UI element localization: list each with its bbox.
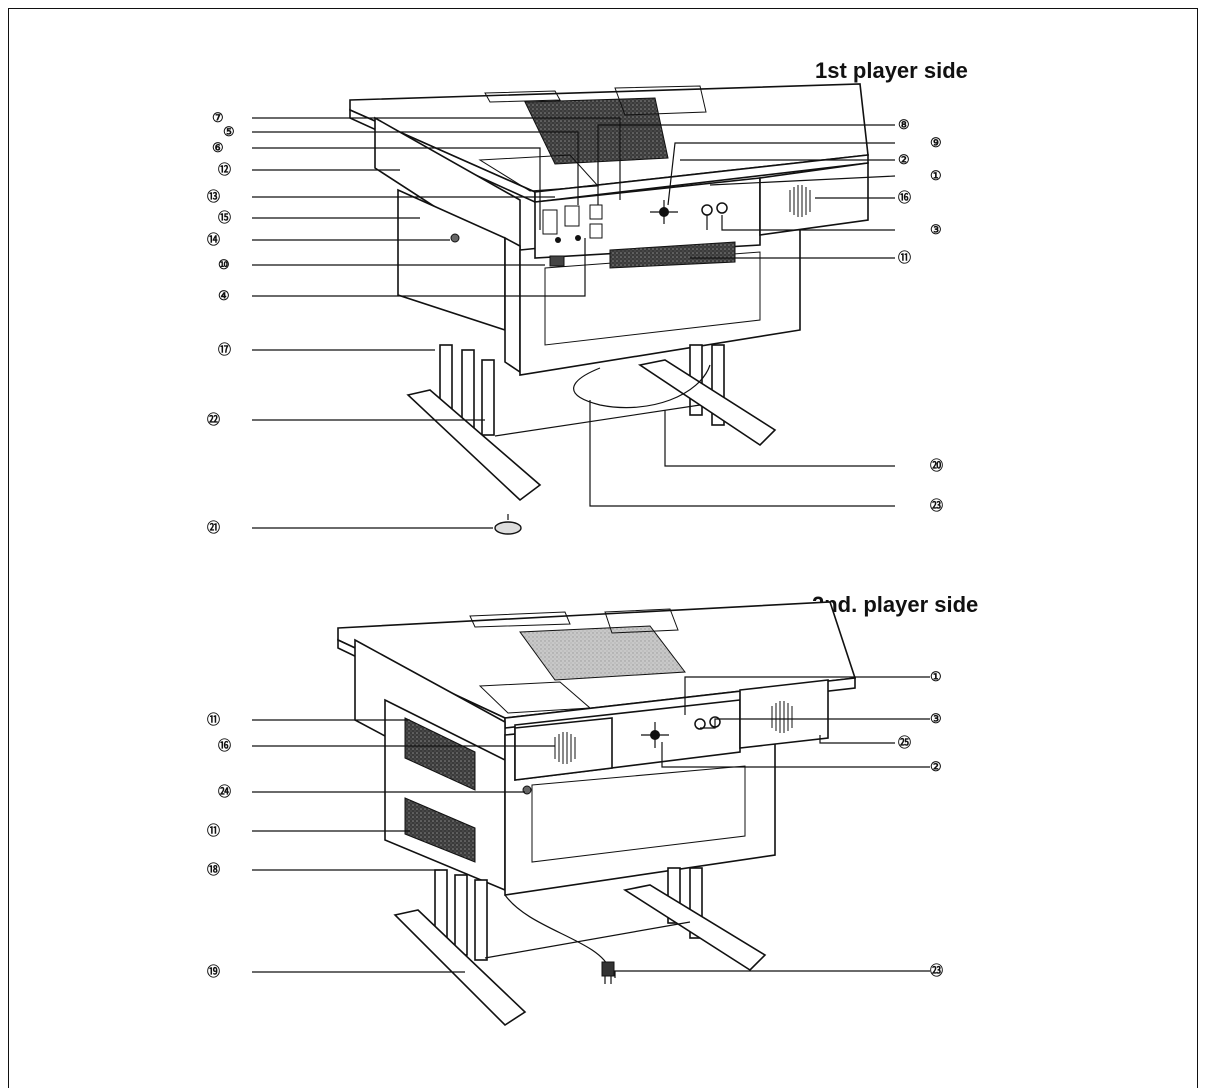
top-plate-2c: [478, 681, 592, 714]
body-window-2: [531, 765, 746, 863]
coin-return-a: [555, 237, 561, 243]
callout-16: ⑯: [218, 738, 231, 753]
leveler-foot: [494, 521, 522, 535]
top-plate-a: [484, 90, 561, 103]
leg-crossbar-2: [484, 921, 691, 959]
top-plate-2b: [604, 608, 679, 634]
cabinet-bottom-view: 2nd. player side: [207, 592, 978, 1027]
callout-2: ②: [930, 759, 942, 774]
coin-door-a: [542, 209, 558, 235]
side-panel-edge: [504, 236, 521, 374]
monitor-glass-2: [519, 625, 686, 681]
callout-16: ⑯: [898, 190, 911, 205]
callout-15: ⑮: [218, 210, 231, 225]
diagram-frame: [8, 8, 1198, 1088]
callout-4: ④: [218, 288, 230, 303]
coin-slot-b: [589, 223, 603, 239]
callout-11-upper: ⑪: [207, 712, 220, 727]
top-right-leaders: [589, 124, 896, 507]
callout-9: ⑨: [930, 135, 942, 150]
side-grille-lower: [404, 797, 476, 863]
side-grille-upper: [404, 717, 476, 791]
leg-crossbar: [494, 404, 701, 437]
fire-button-b: [716, 202, 728, 214]
callout-18: ⑱: [207, 862, 220, 877]
callout-5: ⑤: [223, 124, 235, 139]
callout-8: ⑧: [898, 117, 910, 132]
callout-17: ⑰: [218, 342, 231, 357]
top-plate-2a: [469, 611, 571, 628]
key-lock: [450, 233, 460, 243]
cabinet-top-view: 1st player side: [207, 58, 968, 535]
callout-25: ㉕: [898, 735, 911, 750]
callout-24: ㉔: [218, 784, 231, 799]
callout-6: ⑥: [212, 140, 224, 155]
callout-11: ⑪: [898, 250, 911, 265]
bottom-left-leaders: [252, 719, 555, 973]
view-title-1: 1st player side: [815, 58, 968, 83]
leg-left-2: [393, 869, 527, 1027]
callout-12: ⑫: [218, 162, 231, 177]
callout-23: ㉓: [930, 498, 943, 513]
callout-1: ①: [930, 168, 942, 183]
callout-3: ③: [930, 222, 942, 237]
callout-7: ⑦: [212, 110, 224, 125]
callout-2: ②: [898, 152, 910, 167]
callout-3: ③: [930, 711, 942, 726]
callout-13: ⑬: [207, 189, 220, 204]
callout-21: ㉑: [207, 520, 220, 535]
callout-1: ①: [930, 669, 942, 684]
coin-slot-a: [589, 204, 603, 220]
top-callouts: ⑦ ⑤ ⑥ ⑫ ⑬ ⑮ ⑭ ⑩ ④ ⑰ ㉒ ㉑ ⑧ ⑨ ② ① ⑯ ③ ⑪ ⑳ …: [207, 110, 943, 535]
speaker-grille-left-icon: [554, 732, 576, 764]
fire-button-2a: [694, 718, 706, 730]
callout-22: ㉒: [207, 412, 220, 427]
callout-19: ⑲: [207, 964, 220, 979]
fire-button-a: [701, 204, 713, 216]
speaker-grille-icon: [789, 185, 811, 217]
callout-23: ㉓: [930, 963, 943, 978]
bottom-callouts: ⑪ ⑯ ㉔ ⑪ ⑱ ⑲ ① ③ ㉕ ② ㉓: [207, 669, 943, 979]
power-plug-icon: [601, 961, 615, 984]
leg-left: [406, 344, 542, 502]
leg-right-2: [622, 867, 767, 972]
power-cord: [573, 364, 711, 409]
key-lock-2: [522, 785, 532, 795]
top-plate-b: [614, 85, 707, 116]
coin-door-b: [564, 205, 580, 227]
coin-return-b: [575, 235, 581, 241]
callout-14: ⑭: [207, 232, 220, 247]
power-cord-2: [504, 894, 611, 971]
callout-11-lower: ⑪: [207, 823, 220, 838]
speaker-grille-front: [609, 241, 736, 269]
callout-20: ⑳: [930, 458, 943, 473]
top-left-leaders: [252, 117, 621, 529]
callout-10: ⑩: [218, 257, 230, 272]
joystick-icon: [650, 200, 678, 224]
speaker-grille-right-icon: [771, 701, 793, 733]
coin-box-lock: [549, 255, 565, 267]
view-title-2: 2nd. player side: [812, 592, 978, 617]
joystick-2-icon: [641, 722, 669, 748]
bottom-right-leaders: [614, 676, 930, 978]
leg-right: [637, 344, 777, 447]
